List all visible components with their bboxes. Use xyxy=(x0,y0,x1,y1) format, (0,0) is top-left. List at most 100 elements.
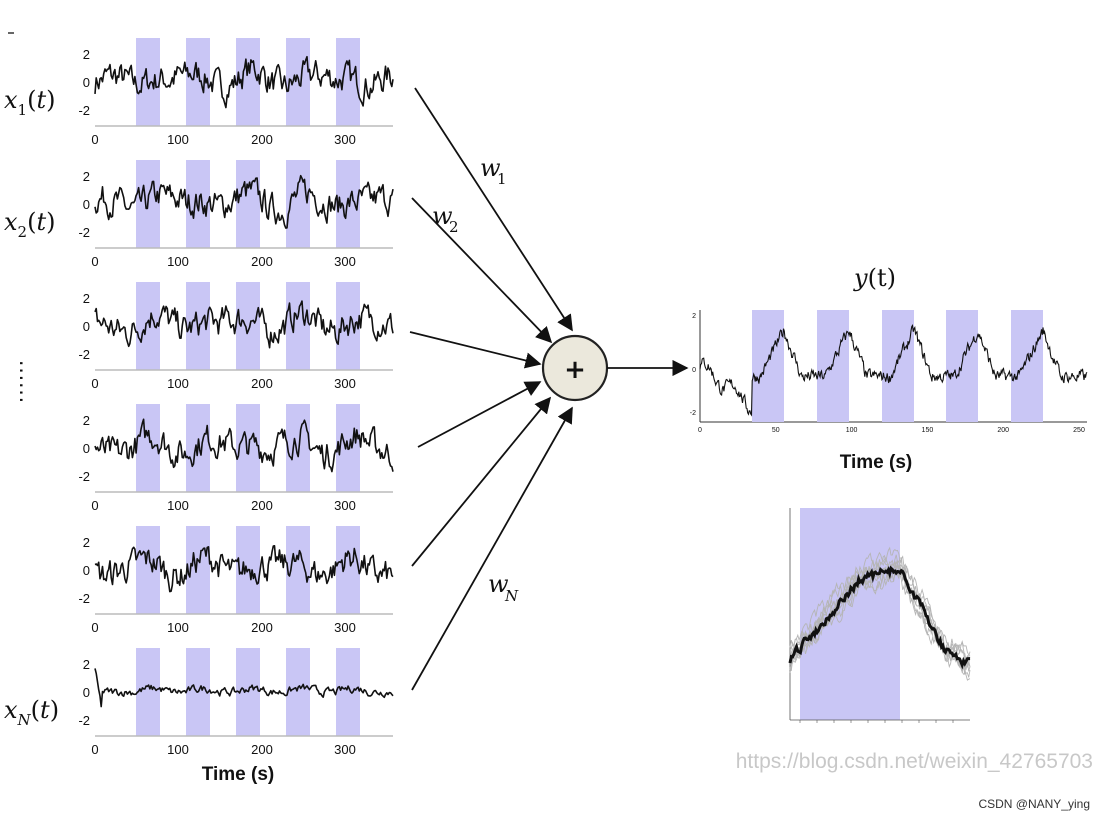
stimulus-block xyxy=(236,282,260,370)
weight-w2-symbol: w xyxy=(432,202,453,230)
x-tick-label: 100 xyxy=(167,620,189,635)
x-tick-label: 100 xyxy=(167,742,189,757)
weight-wN-subscript: N xyxy=(504,587,519,605)
signal-trace xyxy=(94,545,394,593)
mean-response-trace xyxy=(788,565,971,670)
stimulus-block xyxy=(236,160,260,248)
output-signal-trace xyxy=(699,324,1088,417)
plus-symbol: + xyxy=(564,355,586,385)
x-tick-label: 150 xyxy=(922,427,934,434)
y-tick-label: 0 xyxy=(83,563,90,578)
weight-w1-symbol: w xyxy=(480,154,501,182)
arrow-input-4 xyxy=(417,381,542,448)
x-tick-label: 200 xyxy=(251,254,273,269)
credit-label: CSDN @NANY_ying xyxy=(978,797,1090,811)
x-tick-label: 0 xyxy=(698,427,702,434)
y-tick-label: 0 xyxy=(692,367,696,374)
y-tick-label: -2 xyxy=(78,713,90,728)
y-tick-label: 0 xyxy=(83,685,90,700)
x-tick-label: 300 xyxy=(334,498,356,513)
y-tick-label: 2 xyxy=(83,169,90,184)
arrow-input-3 xyxy=(409,331,542,369)
x-tick-label: 100 xyxy=(846,427,858,434)
y-tick-label: -2 xyxy=(78,347,90,362)
input-arrows xyxy=(409,87,573,691)
x-tick-label: 200 xyxy=(251,132,273,147)
weight-w2-subscript: 2 xyxy=(449,218,459,236)
stimulus-block xyxy=(882,310,914,422)
stimulus-block xyxy=(136,38,160,126)
weight-wN-symbol: w xyxy=(488,570,509,598)
input-label-N: xN(t) xyxy=(4,696,59,729)
stimulus-block xyxy=(286,282,310,370)
vertical-ellipsis: ...... xyxy=(15,360,39,404)
y-tick-label: -2 xyxy=(78,469,90,484)
x-tick-label: 300 xyxy=(334,132,356,147)
y-tick-label: 2 xyxy=(83,47,90,62)
arrow-input-5 xyxy=(411,396,552,567)
y-tick-label: 2 xyxy=(83,413,90,428)
weight-w1-subscript: 1 xyxy=(497,170,507,188)
input-label-2: x2(t) xyxy=(4,208,56,241)
summation-node: + xyxy=(541,334,609,402)
output-time-axis-title: Time (s) xyxy=(840,452,913,473)
arrow-input-1 xyxy=(414,87,573,332)
weight-label-w2: w 2 xyxy=(432,202,459,236)
y-tick-label: 0 xyxy=(83,319,90,334)
y-tick-label: -2 xyxy=(78,103,90,118)
left-time-axis-title: Time (s) xyxy=(202,764,275,785)
stimulus-block xyxy=(336,526,360,614)
stimulus-block xyxy=(136,404,160,492)
x-tick-label: 200 xyxy=(251,620,273,635)
signal-trace xyxy=(94,300,394,349)
y-tick-label: 0 xyxy=(83,75,90,90)
averaged-response-plot xyxy=(788,508,971,723)
y-tick-label: 0 xyxy=(83,197,90,212)
signal-trace xyxy=(94,668,394,708)
stimulus-block xyxy=(752,310,784,422)
signal-trace xyxy=(94,174,394,229)
stimulus-block xyxy=(336,282,360,370)
x-tick-label: 0 xyxy=(91,498,98,513)
signal-trace xyxy=(94,418,394,473)
stimulus-block xyxy=(286,648,310,736)
signal-trace xyxy=(94,55,394,109)
y-tick-label: 2 xyxy=(83,657,90,672)
x-tick-label: 300 xyxy=(334,620,356,635)
x-tick-label: 0 xyxy=(91,620,98,635)
output-label: y(t) xyxy=(853,264,896,292)
x-tick-label: 300 xyxy=(334,254,356,269)
arrow-input-N xyxy=(411,406,573,691)
weight-label-wN: w N xyxy=(488,570,519,605)
x-tick-label: 50 xyxy=(772,427,780,434)
weight-label-w1: w 1 xyxy=(480,154,507,188)
stimulus-block xyxy=(136,648,160,736)
input-label-1: x1(t) xyxy=(4,86,56,119)
stimulus-block xyxy=(186,526,210,614)
stimulus-block xyxy=(286,526,310,614)
y-tick-label: -2 xyxy=(690,410,696,417)
x-tick-label: 0 xyxy=(91,254,98,269)
x-tick-label: 250 xyxy=(1073,427,1085,434)
x-tick-label: 0 xyxy=(91,742,98,757)
stimulus-block xyxy=(1011,310,1043,422)
x-tick-label: 0 xyxy=(91,132,98,147)
x-tick-label: 100 xyxy=(167,132,189,147)
x-tick-label: 100 xyxy=(167,376,189,391)
y-tick-label: -2 xyxy=(78,225,90,240)
y-tick-label: 2 xyxy=(83,535,90,550)
x-tick-label: 200 xyxy=(997,427,1009,434)
x-tick-label: 300 xyxy=(334,376,356,391)
stimulus-block xyxy=(286,404,310,492)
output-label-text: y(t) xyxy=(853,264,896,292)
x-tick-label: 200 xyxy=(251,376,273,391)
